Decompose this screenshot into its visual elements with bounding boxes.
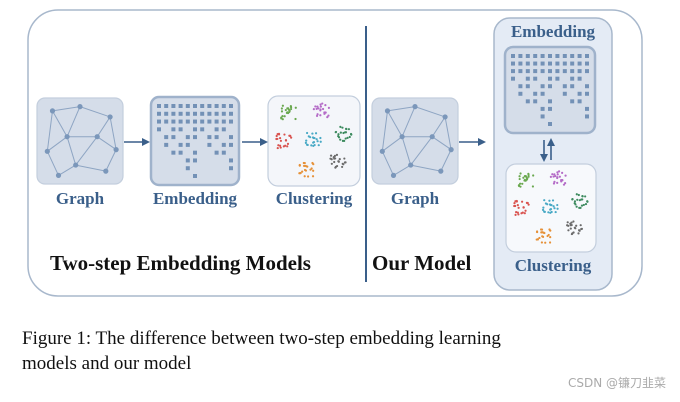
clusters-icon <box>505 163 597 253</box>
left-panel-title: Two-step Embedding Models <box>50 251 311 275</box>
clustering-label-right: Clustering <box>514 256 592 275</box>
graph-label-left: Graph <box>55 189 105 208</box>
clustering-label-left: Clustering <box>275 189 353 208</box>
caption-line-1: Figure 1: The difference between two-ste… <box>22 328 501 349</box>
figure-caption: Figure 1: The difference between two-ste… <box>22 326 648 352</box>
watermark: CSDN @镰刀韭菜 <box>567 376 666 390</box>
right-panel-title: Our Model <box>372 251 472 275</box>
embedding-label-left: Embedding <box>152 189 238 208</box>
double-arrow-icon <box>540 138 555 162</box>
diagram-frame <box>27 9 643 297</box>
clusters-icon <box>267 95 361 187</box>
embedding-matrix-icon <box>503 45 597 135</box>
caption-line-2: models and our model <box>22 353 192 374</box>
graph-icon <box>371 97 459 185</box>
graph-icon <box>36 97 124 185</box>
embedding-label-right: Embedding <box>510 22 596 41</box>
embedding-matrix-icon <box>149 95 241 187</box>
graph-label-right: Graph <box>390 189 440 208</box>
